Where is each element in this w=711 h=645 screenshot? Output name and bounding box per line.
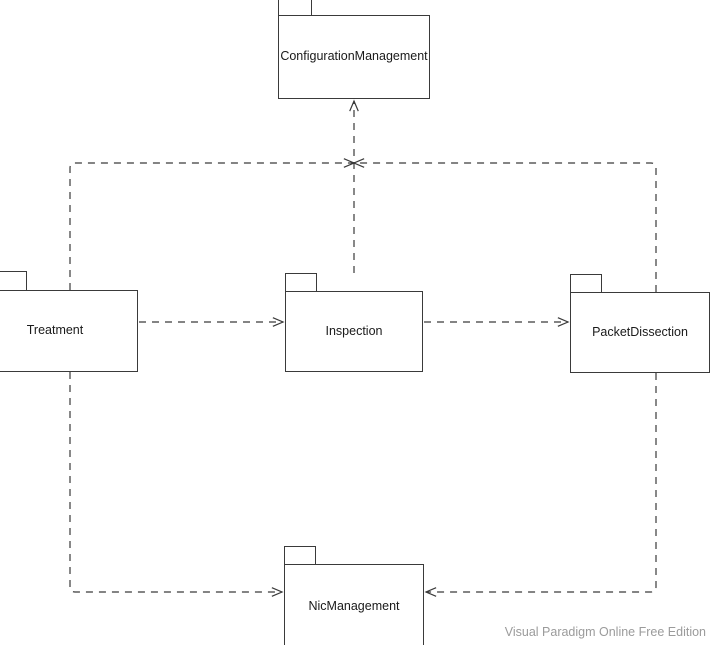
package-label-treatment: Treatment [26, 323, 84, 338]
dependency-arrowhead-treatment-to-nic-management [271, 587, 284, 597]
package-packet-dissection[interactable]: PacketDissection [570, 274, 710, 373]
dependency-arrowhead-packet-dissection-to-nic-management [424, 587, 437, 597]
package-body-configuration-management: ConfigurationManagement [278, 15, 430, 99]
package-tab-nic-management [284, 546, 316, 565]
package-tab-treatment [0, 271, 27, 291]
dependency-arrowhead-inspection-to-packet-dissection [557, 317, 570, 327]
package-label-inspection: Inspection [325, 323, 383, 338]
package-nic-management[interactable]: NicManagement [284, 546, 424, 645]
package-tab-packet-dissection [570, 274, 602, 293]
package-tab-inspection [285, 273, 317, 292]
package-body-treatment: Treatment [0, 290, 138, 372]
package-label-configuration-management: ConfigurationManagement [280, 49, 428, 64]
dependency-arrowhead-inspection-to-configuration-management [349, 99, 359, 112]
package-treatment[interactable]: Treatment [0, 271, 138, 372]
watermark-label: Visual Paradigm Online Free Edition [504, 625, 706, 639]
package-tab-configuration-management [278, 0, 312, 16]
package-label-packet-dissection: PacketDissection [592, 324, 688, 339]
package-body-nic-management: NicManagement [284, 564, 424, 645]
dependency-arrowhead-treatment-to-inspection [272, 317, 285, 327]
package-body-inspection: Inspection [285, 291, 423, 372]
package-label-nic-management: NicManagement [308, 598, 400, 613]
dependency-line-packet-dissection-to-nic-management [426, 373, 657, 593]
package-configuration-management[interactable]: ConfigurationManagement [278, 0, 430, 99]
dependency-line-treatment-to-nic-management [69, 372, 282, 593]
dependency-arrowhead-packet-dissection-to-configuration-management [352, 158, 365, 168]
package-inspection[interactable]: Inspection [285, 273, 423, 372]
package-body-packet-dissection: PacketDissection [570, 292, 710, 373]
dependency-arrowhead-treatment-to-configuration-management [343, 158, 356, 168]
